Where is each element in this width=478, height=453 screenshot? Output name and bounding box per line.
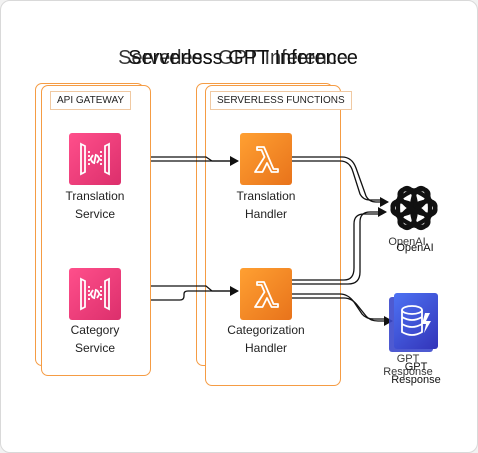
translation-service-label: Translation Service	[65, 189, 125, 221]
api-gateway-icon[interactable]	[69, 268, 121, 320]
connector-translation-handler-to-openai	[292, 156, 389, 207]
dynamodb-icon[interactable]	[394, 293, 438, 349]
openai-icon[interactable]	[384, 178, 444, 238]
diagram-title: Serverless GPT Inference	[128, 47, 358, 69]
categorization-handler-label: Categorization Handler	[227, 323, 305, 355]
lambda-icon[interactable]	[240, 133, 292, 185]
connector-categorization-handler-to-gpt-response	[292, 297, 393, 326]
connector-category-service-to-handler	[151, 285, 239, 296]
diagram-title-ghost: Serverless GPT Inference	[118, 47, 348, 69]
translation-handler-label: Translation Handler	[236, 189, 296, 221]
connector-categorization-handler-to-openai	[292, 207, 387, 285]
serverless-functions-group-label: SERVERLESS FUNCTIONS	[210, 91, 352, 110]
connector-category-service-to-handler-ghost	[151, 290, 232, 301]
gpt-response-label: GPT Response	[391, 361, 441, 386]
connector-categorization-handler-to-openai-ghost	[292, 213, 382, 281]
connector-translation-handler-to-openai-ghost	[292, 160, 384, 201]
category-service-label: Category Service	[70, 323, 120, 355]
api-gateway-icon[interactable]	[69, 133, 121, 185]
openai-label: OpenAI	[396, 242, 434, 254]
gpt-response-label-ghost: GPT Response	[383, 353, 433, 378]
connector-categorization-handler-to-gpt-response-ghost	[292, 293, 386, 320]
openai-label-ghost: OpenAI	[388, 236, 426, 248]
api-gateway-group-label: API GATEWAY	[50, 91, 132, 110]
lambda-icon[interactable]	[240, 268, 292, 320]
